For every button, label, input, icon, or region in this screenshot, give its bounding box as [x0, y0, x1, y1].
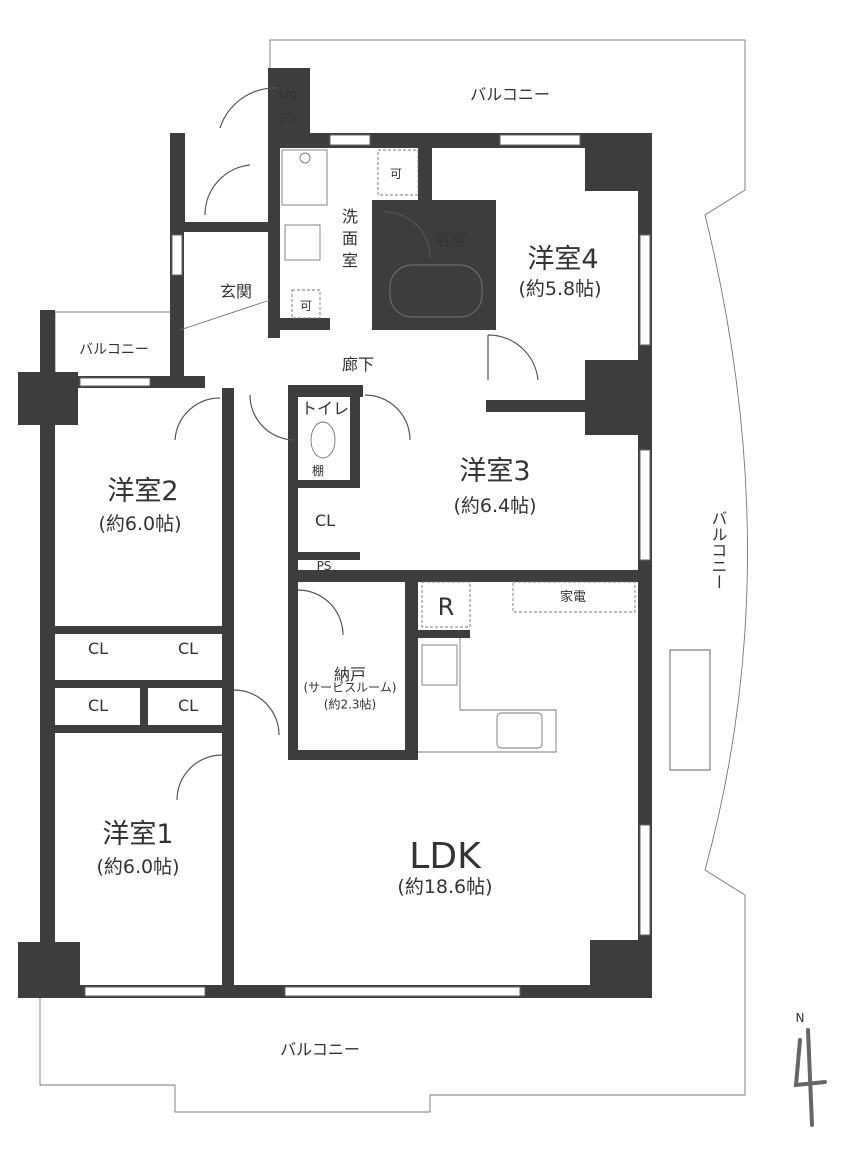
- room2-size: (約6.0帖): [98, 513, 181, 535]
- fixtures: [179, 149, 636, 753]
- balcony-bottom-label: バルコニー: [280, 1040, 360, 1059]
- room1-name: 洋室1: [102, 819, 173, 850]
- ps-small-label: PS: [317, 559, 332, 573]
- closet-label: CL: [178, 639, 198, 658]
- storage-size: (約2.3帖): [324, 697, 376, 712]
- closet-label: CL: [88, 639, 108, 658]
- entrance-label: 玄関: [220, 282, 252, 301]
- compass-arrow-icon: [793, 1028, 827, 1127]
- room4-size: (約5.8帖): [518, 278, 601, 300]
- room3-name: 洋室3: [459, 456, 530, 487]
- room4-name: 洋室4: [527, 244, 598, 275]
- balcony-top-label: バルコニー: [470, 85, 550, 104]
- north-compass: N: [793, 1011, 827, 1127]
- shelf-label: 棚: [312, 463, 324, 478]
- washer-space-label: 可: [300, 299, 312, 313]
- appliances-label: 家電: [560, 589, 586, 605]
- room3-size: (約6.4帖): [453, 495, 536, 517]
- closet-label: CL: [88, 696, 108, 715]
- ldk-size: (約18.6帖): [397, 876, 492, 898]
- washroom-label-2: 面: [342, 229, 358, 248]
- washroom-label-1: 洗: [342, 207, 358, 226]
- toilet-label: トイレ: [301, 399, 349, 418]
- bathroom-label: 浴室: [434, 230, 466, 249]
- hallway-label: 廊下: [342, 355, 374, 374]
- balcony-outline: [39, 39, 748, 1113]
- balcony-right-label: バルコニー: [709, 510, 728, 590]
- ps-label: PS: [281, 111, 296, 125]
- washroom-label-3: 室: [342, 251, 358, 270]
- windows: [79, 134, 711, 997]
- compass-north-label: N: [796, 1011, 805, 1025]
- storage-sub: (サービスルーム): [303, 681, 396, 695]
- closet-label: CL: [178, 696, 198, 715]
- storage-name: 納戸: [334, 665, 366, 684]
- ldk-name: LDK: [409, 836, 482, 877]
- balcony-left-label: バルコニー: [79, 342, 149, 358]
- room1-size: (約6.0帖): [96, 856, 179, 878]
- fridge-label: R: [438, 593, 455, 621]
- room2-name: 洋室2: [107, 476, 178, 507]
- mb-label: MB: [279, 89, 298, 103]
- door-swings: [174, 87, 539, 801]
- washer-space-label: 可: [390, 167, 402, 181]
- closet-label: CL: [315, 511, 335, 530]
